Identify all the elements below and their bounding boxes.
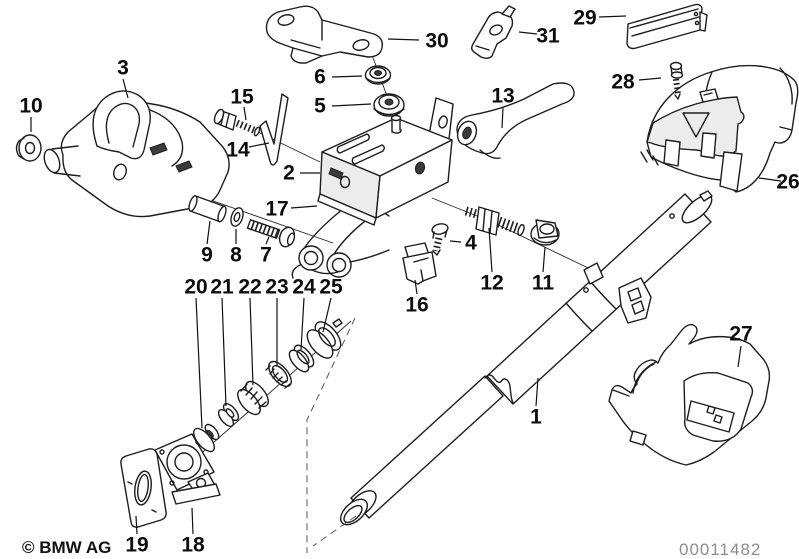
part-28-screw — [669, 61, 684, 100]
part-label-9[interactable]: 9 — [201, 243, 213, 267]
part-label-11[interactable]: 11 — [531, 271, 555, 295]
part-label-26[interactable]: 26 — [776, 170, 799, 194]
part-29-rail — [626, 3, 708, 50]
part-14-wedge-clip — [259, 93, 289, 166]
part-label-6[interactable]: 6 — [314, 65, 326, 89]
part-label-21[interactable]: 21 — [210, 275, 234, 299]
detail-region-dashes — [306, 317, 357, 553]
part-label-25[interactable]: 25 — [319, 275, 343, 299]
part-4-screw — [431, 223, 449, 256]
part-10-grommet — [15, 134, 42, 162]
part-16-clip — [402, 242, 437, 285]
part-20-washer — [193, 423, 220, 453]
part-label-24[interactable]: 24 — [292, 275, 316, 299]
part-22-slotted-ring — [237, 380, 269, 416]
part-26-upper-casing — [640, 64, 799, 193]
part-23-toothed-ring — [265, 360, 292, 389]
part-label-28[interactable]: 28 — [611, 70, 635, 94]
part-6-grommet — [364, 65, 392, 85]
part-label-22[interactable]: 22 — [238, 275, 262, 299]
part-2-bearing-bracket — [317, 97, 454, 226]
part-label-10[interactable]: 10 — [19, 94, 43, 118]
part-21-ring — [217, 403, 240, 427]
part-label-12[interactable]: 12 — [480, 271, 504, 295]
part-19-plate — [120, 448, 167, 528]
part-label-2[interactable]: 2 — [283, 161, 295, 185]
part-label-5[interactable]: 5 — [314, 94, 326, 118]
part-label-27[interactable]: 27 — [729, 322, 753, 346]
part-label-29[interactable]: 29 — [573, 6, 597, 30]
part-label-17[interactable]: 17 — [265, 197, 289, 221]
part-3-support-bracket — [43, 90, 230, 218]
part-5-grommet — [373, 93, 405, 117]
part-label-18[interactable]: 18 — [181, 533, 205, 557]
part-24-ring — [288, 344, 315, 373]
part-label-8[interactable]: 8 — [230, 243, 242, 267]
part-13-clamping-lever — [456, 82, 575, 160]
part-label-3[interactable]: 3 — [117, 56, 129, 80]
copyright-notice: © BMW AG — [22, 538, 112, 557]
part-25-bearing-race — [306, 318, 343, 359]
part-label-23[interactable]: 23 — [265, 275, 289, 299]
part-label-19[interactable]: 19 — [125, 533, 149, 557]
part-label-4[interactable]: 4 — [465, 231, 477, 255]
part-7-bolt — [246, 219, 296, 248]
part-11-flanged-nut — [530, 219, 560, 246]
part-label-20[interactable]: 20 — [184, 275, 208, 299]
part-31-clip-plate — [471, 5, 516, 59]
part-label-7[interactable]: 7 — [260, 243, 272, 267]
part-label-13[interactable]: 13 — [491, 84, 515, 108]
part-1-column-tube — [339, 190, 713, 526]
part-12-clamping-bolt — [464, 206, 525, 236]
leader-lines — [30, 15, 782, 535]
part-18-bearing-housing — [154, 433, 221, 505]
part-15-screw — [213, 108, 261, 137]
part-9-pin — [188, 195, 227, 223]
part-8-washer — [230, 207, 244, 227]
diagram-number: 00011482 — [679, 540, 762, 559]
part-label-31[interactable]: 31 — [536, 24, 560, 48]
part-label-30[interactable]: 30 — [425, 29, 449, 53]
part-label-14[interactable]: 14 — [226, 138, 250, 162]
part-label-1[interactable]: 1 — [530, 405, 542, 429]
part-label-16[interactable]: 16 — [405, 293, 429, 317]
part-label-15[interactable]: 15 — [230, 85, 254, 109]
part-27-lower-casing — [608, 323, 771, 466]
part-30-strap-bracket — [265, 5, 384, 64]
